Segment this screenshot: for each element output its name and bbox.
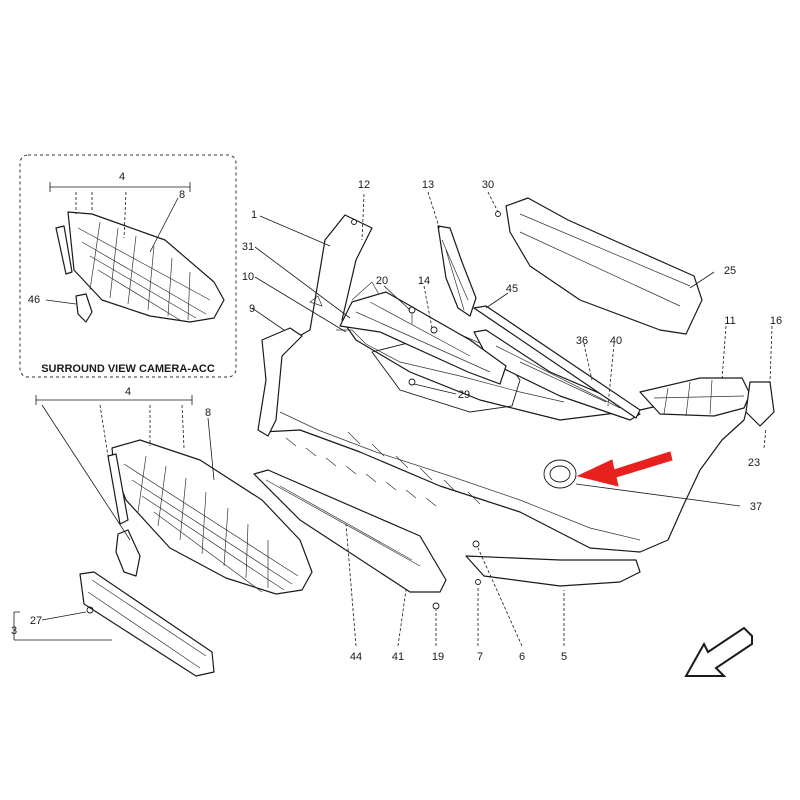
inset-grille — [55, 211, 225, 323]
lower-grille — [473, 329, 775, 427]
callout-45: 45 — [506, 283, 518, 295]
callout-30: 30 — [482, 179, 494, 191]
callout-23: 23 — [748, 457, 760, 469]
callout-37: 37 — [750, 501, 762, 513]
callout-10: 10 — [242, 271, 254, 283]
lower-spoiler — [465, 555, 641, 587]
license-plate-bracket — [79, 571, 215, 677]
inset-caption: SURROUND VIEW CAMERA-ACC — [41, 363, 215, 375]
side-insert — [437, 225, 477, 317]
callout-40: 40 — [610, 335, 622, 347]
callout-25: 25 — [724, 265, 736, 277]
highlight-arrow-icon — [576, 451, 673, 487]
callout-8: 8 — [205, 407, 211, 419]
trim-strip — [473, 305, 641, 419]
callout-31: 31 — [242, 241, 254, 253]
callout-4-inset: 4 — [119, 171, 125, 183]
callout-5: 5 — [561, 651, 567, 663]
direction-arrow-icon — [684, 626, 753, 677]
inset-frame — [19, 154, 237, 378]
callout-9: 9 — [249, 303, 255, 315]
callout-4: 4 — [125, 386, 131, 398]
callout-29: 29 — [458, 389, 470, 401]
callout-16: 16 — [770, 315, 782, 327]
main-grille — [107, 439, 313, 595]
callout-14: 14 — [418, 275, 430, 287]
callout-36: 36 — [576, 335, 588, 347]
callout-1: 1 — [251, 209, 257, 221]
callout-8-inset: 8 — [179, 189, 185, 201]
callout-41: 41 — [392, 651, 404, 663]
fasteners — [351, 211, 501, 610]
callout-19: 19 — [432, 651, 444, 663]
callout-44: 44 — [350, 651, 362, 663]
callout-27: 27 — [30, 615, 42, 627]
callout-20: 20 — [376, 275, 388, 287]
callout-3: 3 — [11, 625, 17, 637]
side-bracket — [257, 327, 303, 437]
leader-lines — [251, 191, 773, 647]
callout-13: 13 — [422, 179, 434, 191]
callout-11: 11 — [724, 315, 735, 327]
upper-bracket — [505, 197, 703, 335]
callout-12: 12 — [358, 179, 370, 191]
reinforcement-beam — [339, 291, 507, 385]
callout-7: 7 — [477, 651, 483, 663]
callout-46: 46 — [28, 294, 40, 306]
callout-6: 6 — [519, 651, 525, 663]
